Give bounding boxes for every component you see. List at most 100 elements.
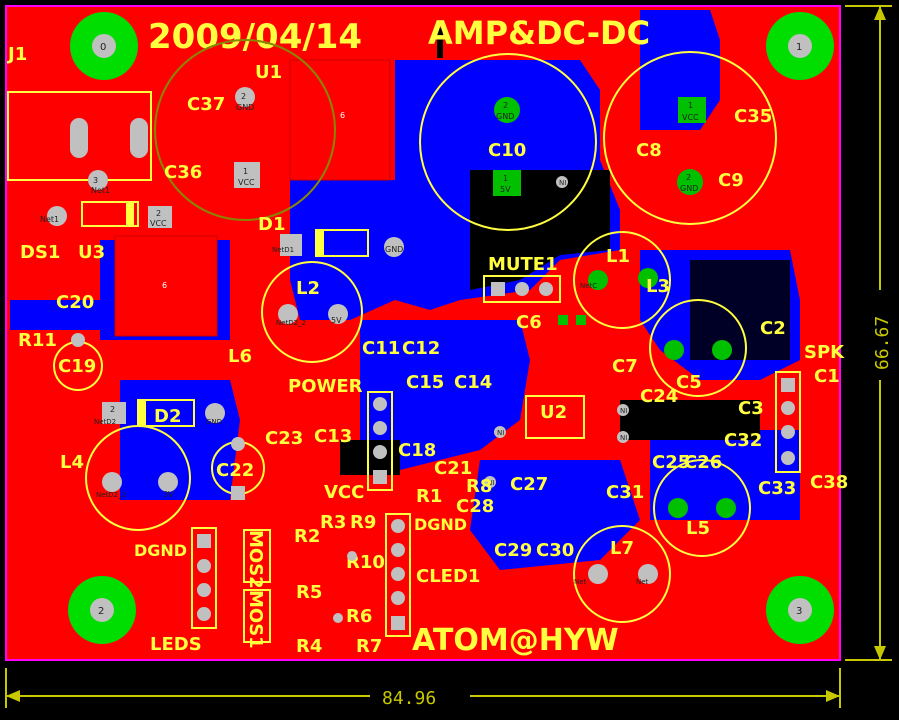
c37-ring <box>154 39 336 221</box>
cled1-pin-3[interactable] <box>391 567 405 581</box>
c19-pad[interactable] <box>71 333 85 347</box>
l2-pad-1[interactable] <box>278 304 298 324</box>
date-label: 2009/04/14 <box>148 17 362 57</box>
c30-ref: C30 <box>536 540 574 561</box>
j1-pad-3[interactable] <box>88 170 108 190</box>
cled1-pin-5[interactable] <box>391 616 405 630</box>
j1-ref: J1 <box>6 44 27 65</box>
l1-outline <box>573 231 671 329</box>
d2-band <box>138 400 146 426</box>
via-ni-c <box>617 431 629 443</box>
r5-ref: R5 <box>296 582 322 603</box>
width-dimension <box>5 668 841 708</box>
mount-hole-0[interactable]: 0 <box>70 12 138 80</box>
l5-pad-2[interactable] <box>716 498 736 518</box>
c10-pad-gnd[interactable] <box>494 97 520 123</box>
u2-body[interactable] <box>525 395 585 439</box>
mount-hole-1[interactable]: 1 <box>766 12 834 80</box>
l5-pad-1[interactable] <box>668 498 688 518</box>
l1-pad-1[interactable] <box>588 270 608 290</box>
d1-netd1-pad[interactable] <box>280 234 302 256</box>
leds-pin-3[interactable] <box>197 583 211 597</box>
mount-hole-3[interactable]: 3 <box>766 576 834 644</box>
l2-pad-2[interactable] <box>328 304 348 324</box>
d2-pad1-net: NetD2 <box>94 418 116 426</box>
c22-pad-1[interactable] <box>231 437 245 451</box>
j1-pad-2[interactable] <box>130 118 148 158</box>
c6-pad-2[interactable] <box>576 315 586 325</box>
l4-pad-1[interactable] <box>102 472 122 492</box>
d1-ref: D1 <box>258 214 285 235</box>
mount-hole-2[interactable]: 2 <box>68 576 136 644</box>
d1-pad-1[interactable] <box>47 206 67 226</box>
u3-body[interactable] <box>114 235 218 337</box>
j1-pad-1[interactable] <box>70 118 88 158</box>
cled1-pin-1[interactable] <box>391 519 405 533</box>
mute1-pin-3[interactable] <box>539 282 553 296</box>
power-pin-3[interactable] <box>373 445 387 459</box>
leds-header-outline <box>191 527 217 629</box>
c5-pad-1[interactable] <box>664 340 684 360</box>
c8-vcc-num: 1 <box>688 101 693 110</box>
c38-ref: C38 <box>810 472 848 493</box>
l5-ref: L5 <box>686 518 710 539</box>
c10-pad-5v[interactable] <box>493 170 521 196</box>
c33-ref: C33 <box>758 478 796 499</box>
gnd-pad-a[interactable] <box>384 237 404 257</box>
l7-pad1-net: Net <box>574 578 587 586</box>
spk-pin-4[interactable] <box>781 451 795 465</box>
l5-outline <box>653 459 751 557</box>
gnd-pad-a-label: GND <box>385 245 403 254</box>
leds-pin-1[interactable] <box>197 534 211 548</box>
power-ref: POWER <box>288 376 363 397</box>
c8-vcc-label: VCC <box>682 113 699 122</box>
power-pin-4[interactable] <box>373 470 387 484</box>
u1-body[interactable] <box>289 59 391 181</box>
c10-5v-num: 1 <box>503 174 508 183</box>
spk-pin-2[interactable] <box>781 401 795 415</box>
c8-pad-vcc[interactable] <box>678 97 706 123</box>
d2-pad-1[interactable] <box>102 402 126 424</box>
c5-pad-2[interactable] <box>712 340 732 360</box>
mute1-pin-1[interactable] <box>491 282 505 296</box>
c5-outline <box>649 299 747 397</box>
c10-outline <box>419 53 597 231</box>
mute1-outline <box>483 275 561 303</box>
spk-pin-3[interactable] <box>781 425 795 439</box>
power-pin-2[interactable] <box>373 421 387 435</box>
l2-ref: L2 <box>296 278 320 299</box>
l4-pad-2[interactable] <box>158 472 178 492</box>
c6-pad-1[interactable] <box>558 315 568 325</box>
spk-pin-1[interactable] <box>781 378 795 392</box>
u1-pad-num: 6 <box>340 111 345 120</box>
l7-pad-2[interactable] <box>638 564 658 584</box>
d2-pad-2[interactable] <box>205 403 225 423</box>
c8-pad-gnd[interactable] <box>677 169 703 195</box>
c3-ref: C3 <box>738 398 764 419</box>
leds-pin-2[interactable] <box>197 559 211 573</box>
d2-pad2-net: GND <box>206 418 222 426</box>
r1-ref: R1 <box>416 486 442 507</box>
leds-pin-4[interactable] <box>197 607 211 621</box>
u1-gnd-pad[interactable] <box>235 87 255 107</box>
l1-pad-2[interactable] <box>638 268 658 288</box>
u1-vcc-pad[interactable] <box>234 162 260 188</box>
l7-pad2-net: Net <box>636 578 649 586</box>
c22-pad-2[interactable] <box>231 486 245 500</box>
cled1-pin-4[interactable] <box>391 591 405 605</box>
width-dimension-label: 84.96 <box>382 688 436 709</box>
l7-pad-1[interactable] <box>588 564 608 584</box>
power-pin-1[interactable] <box>373 397 387 411</box>
vcc-label: VCC <box>324 482 364 503</box>
cled1-pin-2[interactable] <box>391 543 405 557</box>
u2-ref: U2 <box>540 402 567 423</box>
c1-ref: C1 <box>814 366 840 387</box>
via-ni-b <box>617 404 629 416</box>
c14-ref: C14 <box>454 372 492 393</box>
mute1-pin-2[interactable] <box>515 282 529 296</box>
d1-pad-2[interactable] <box>148 206 172 228</box>
dgnd-label-b: DGND <box>134 541 187 560</box>
via-ni-a-label: NI <box>497 429 504 437</box>
